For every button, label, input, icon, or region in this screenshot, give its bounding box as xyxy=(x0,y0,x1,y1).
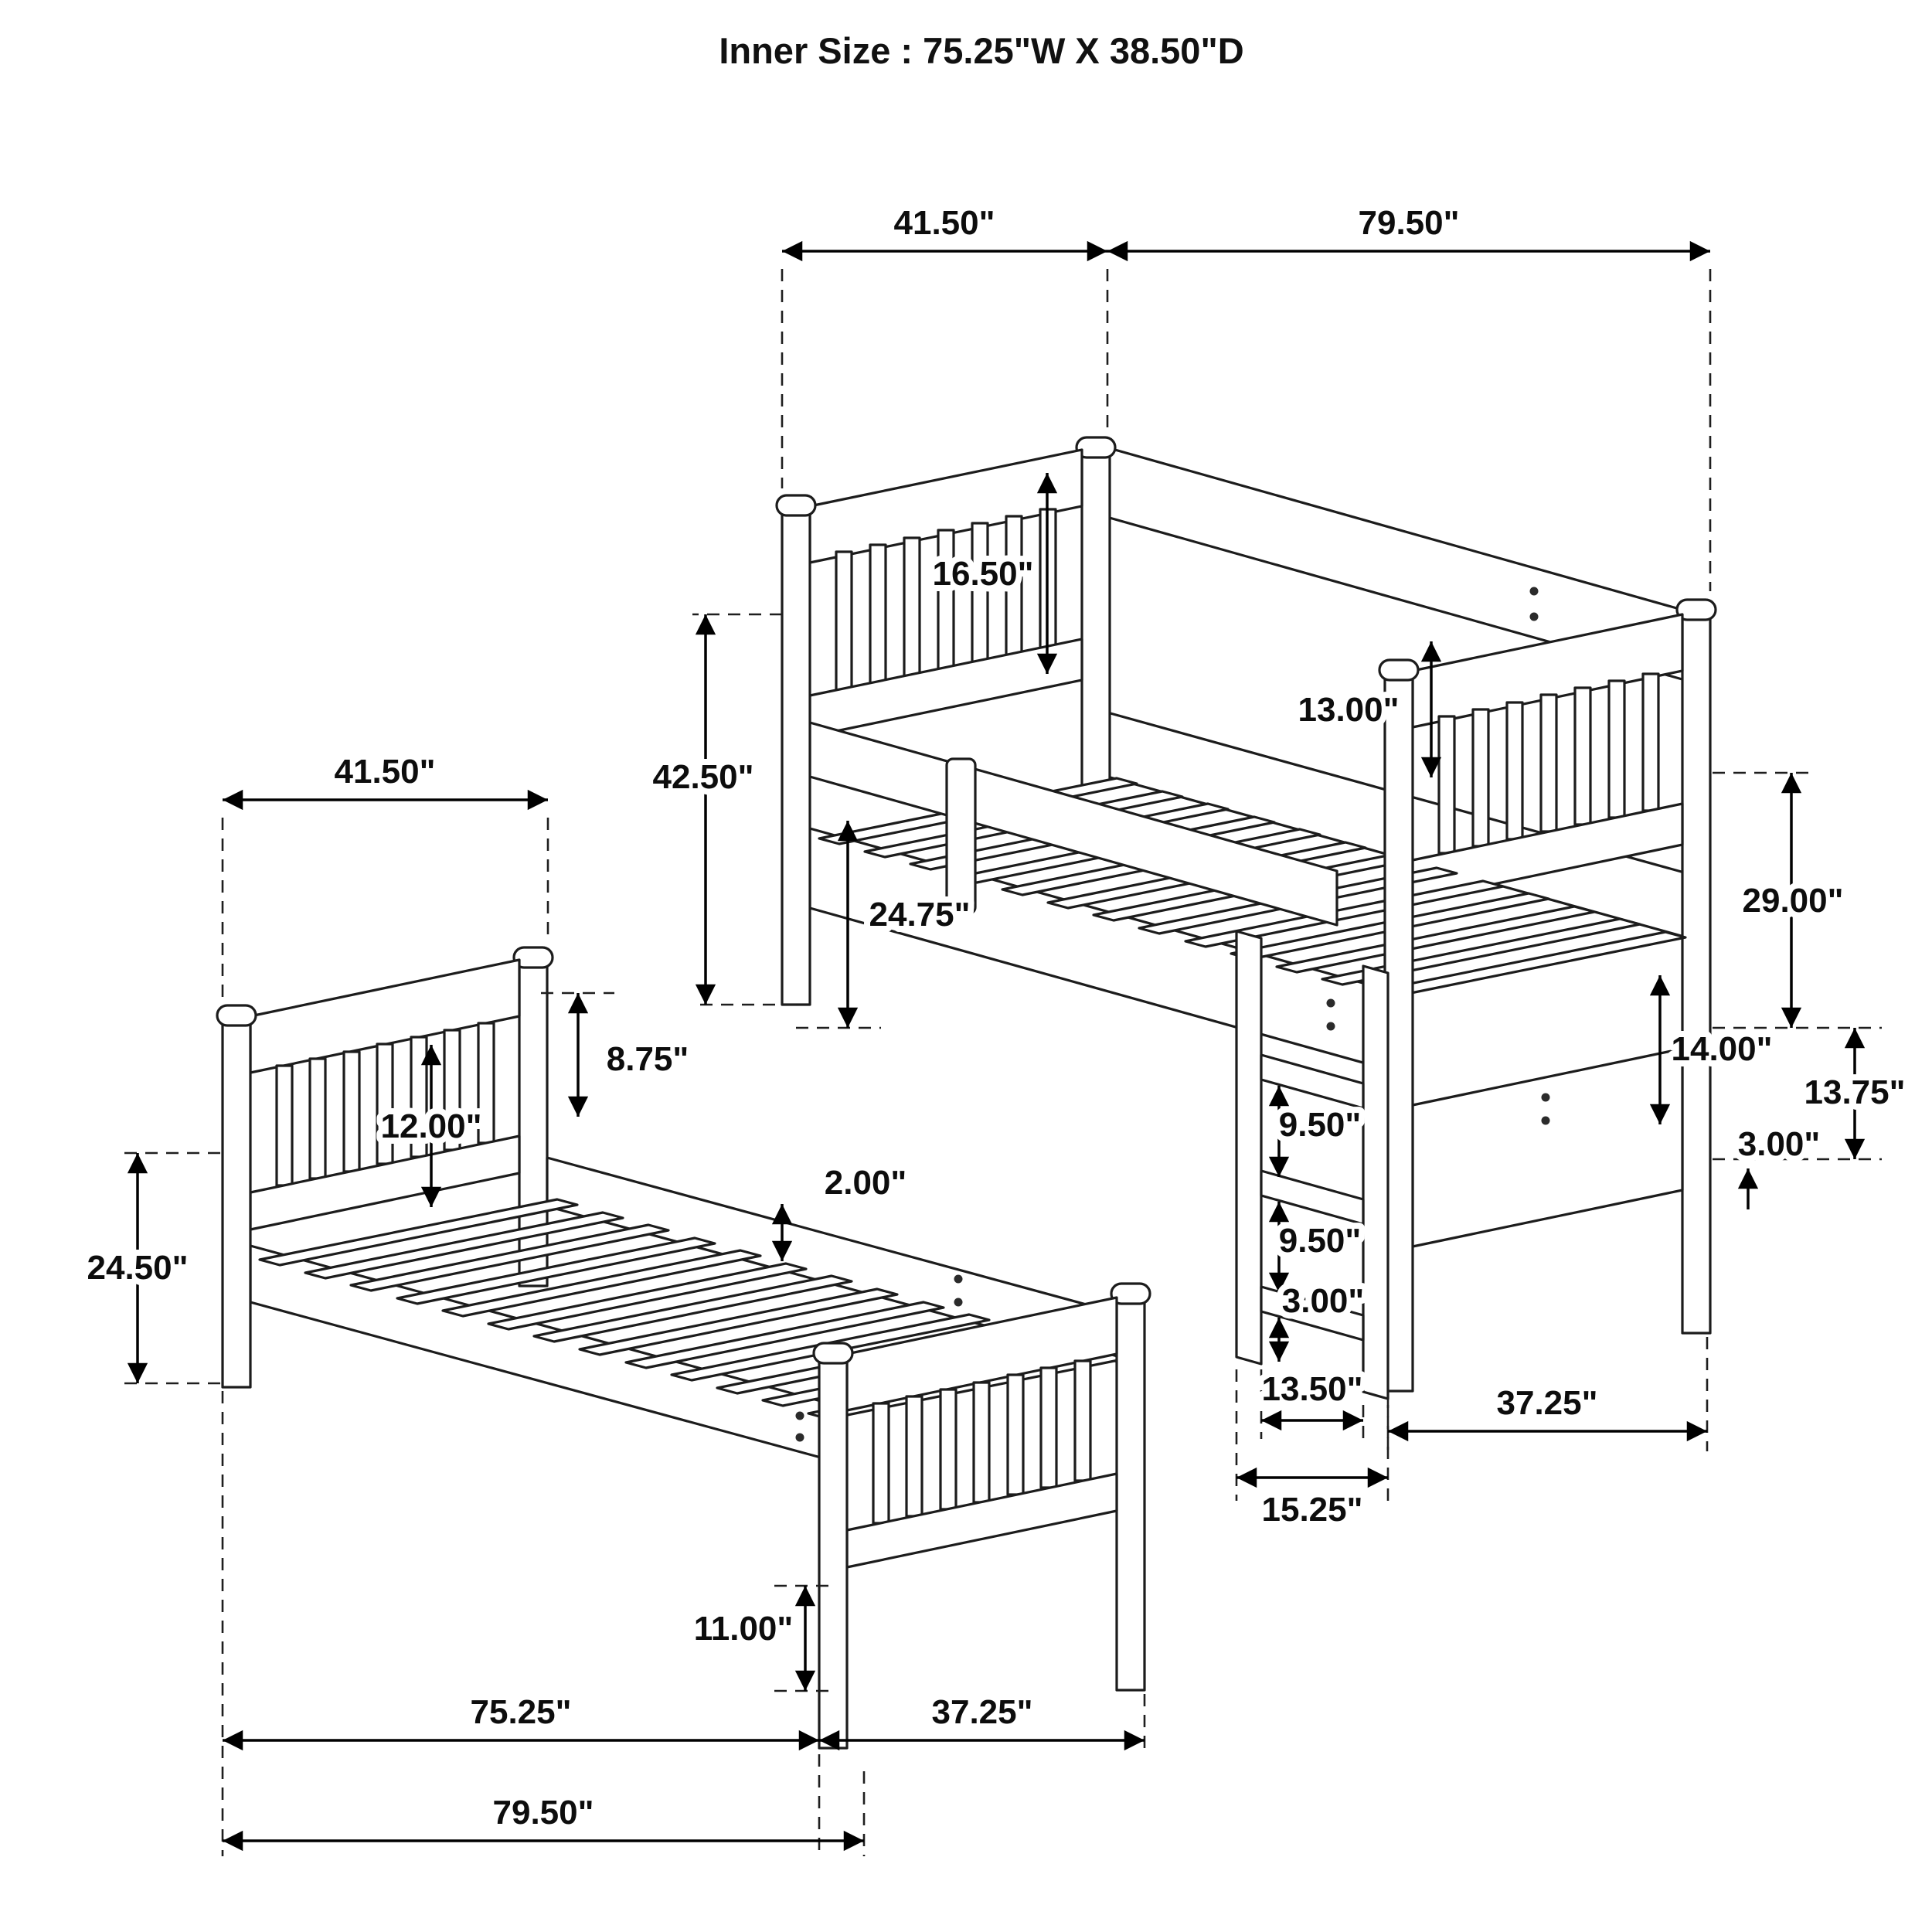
dim-upper-headboard-height: 16.50" xyxy=(927,473,1058,674)
dim-right-post-height: 29.00" xyxy=(1713,771,1882,1029)
dim-label: 2.00" xyxy=(825,1164,907,1202)
dim-label: 14.00" xyxy=(1672,1030,1773,1068)
dim-ladder-step-1: 9.50" xyxy=(1268,1086,1367,1177)
dim-end-panel-height: 14.00" xyxy=(1649,975,1778,1124)
dim-label: 75.25" xyxy=(471,1693,572,1731)
ladder xyxy=(1235,930,1389,1400)
dim-label: 37.25" xyxy=(932,1693,1033,1731)
dim-upper-rail-gap: 13.00" xyxy=(1292,641,1442,777)
upper-bunk-drawing xyxy=(775,436,1717,1400)
dim-label: 41.50" xyxy=(335,753,436,791)
dim-label: 8.75" xyxy=(607,1040,689,1078)
dim-total-length: 79.50" xyxy=(223,1771,866,1856)
diagram-title: Inner Size : 75.25"W X 38.50"D xyxy=(719,30,1243,71)
end-panel xyxy=(1411,1047,1684,1248)
upper-guard-rail xyxy=(808,721,1338,1031)
dim-upper-height: 42.50" xyxy=(647,613,796,1006)
dim-label: 13.75" xyxy=(1804,1073,1906,1111)
dim-label: 24.50" xyxy=(87,1249,189,1287)
dim-lower-post-height: 24.50" xyxy=(81,1151,220,1385)
dim-label: 3.00" xyxy=(1282,1282,1365,1320)
dim-upper-length: 79.50" xyxy=(1107,198,1712,591)
dim-label: 16.50" xyxy=(933,555,1034,593)
dimension-annotations: 41.50" 79.50" 16.50" 13.00" 42.50" 24.75… xyxy=(81,198,1911,1856)
dim-label: 9.50" xyxy=(1279,1106,1362,1144)
dim-end-width-bottom: 37.25" xyxy=(819,1687,1146,1754)
dim-label: 42.50" xyxy=(653,758,754,796)
dim-end-width: 37.25" xyxy=(1386,1337,1709,1451)
dim-label: 24.75" xyxy=(869,896,971,934)
dim-label: 79.50" xyxy=(493,1794,594,1832)
dim-slat-thickness: 2.00" xyxy=(771,1158,913,1261)
dim-label: 79.50" xyxy=(1359,204,1460,242)
dim-label: 3.00" xyxy=(1738,1125,1821,1163)
dim-label: 41.50" xyxy=(894,204,995,242)
dim-label: 12.00" xyxy=(381,1107,482,1145)
ladder-rung xyxy=(1260,1169,1365,1226)
dim-ladder-inner-width: 13.50" xyxy=(1256,1364,1369,1439)
ladder-rung xyxy=(1260,1053,1365,1110)
dim-lower-headboard-panel: 12.00" xyxy=(375,1045,488,1207)
dim-rail-height: 8.75" xyxy=(541,992,695,1117)
dim-ladder-bottom: 3.00" xyxy=(1268,1276,1370,1362)
dim-panel-edge: 3.00" xyxy=(1732,1119,1826,1209)
lower-posts xyxy=(216,1004,854,1750)
dim-under-clearance: 24.75" xyxy=(796,821,976,1029)
dim-label: 13.50" xyxy=(1262,1370,1363,1408)
dim-label: 29.00" xyxy=(1743,882,1844,920)
dim-label: 15.25" xyxy=(1262,1491,1363,1529)
upper-footboard xyxy=(1411,598,1717,1335)
dim-label: 13.00" xyxy=(1298,691,1400,729)
dim-label: 11.00" xyxy=(694,1610,794,1648)
dim-ladder-outer-width: 15.25" xyxy=(1235,1369,1389,1535)
lower-footboard xyxy=(845,1282,1151,1692)
dim-ladder-step-2: 9.50" xyxy=(1268,1202,1367,1293)
upper-posts xyxy=(775,494,1420,1393)
ladder-rung xyxy=(1260,1285,1365,1342)
dim-label: 9.50" xyxy=(1279,1222,1362,1260)
dim-label: 37.25" xyxy=(1497,1384,1598,1422)
dim-upper-head-width: 41.50" xyxy=(781,198,1109,488)
dim-lower-head-width: 41.50" xyxy=(221,747,549,1001)
upper-headboard xyxy=(808,436,1117,790)
dim-leg-height: 11.00" xyxy=(688,1584,835,1692)
dim-right-lower-height: 13.75" xyxy=(1713,1028,1911,1161)
